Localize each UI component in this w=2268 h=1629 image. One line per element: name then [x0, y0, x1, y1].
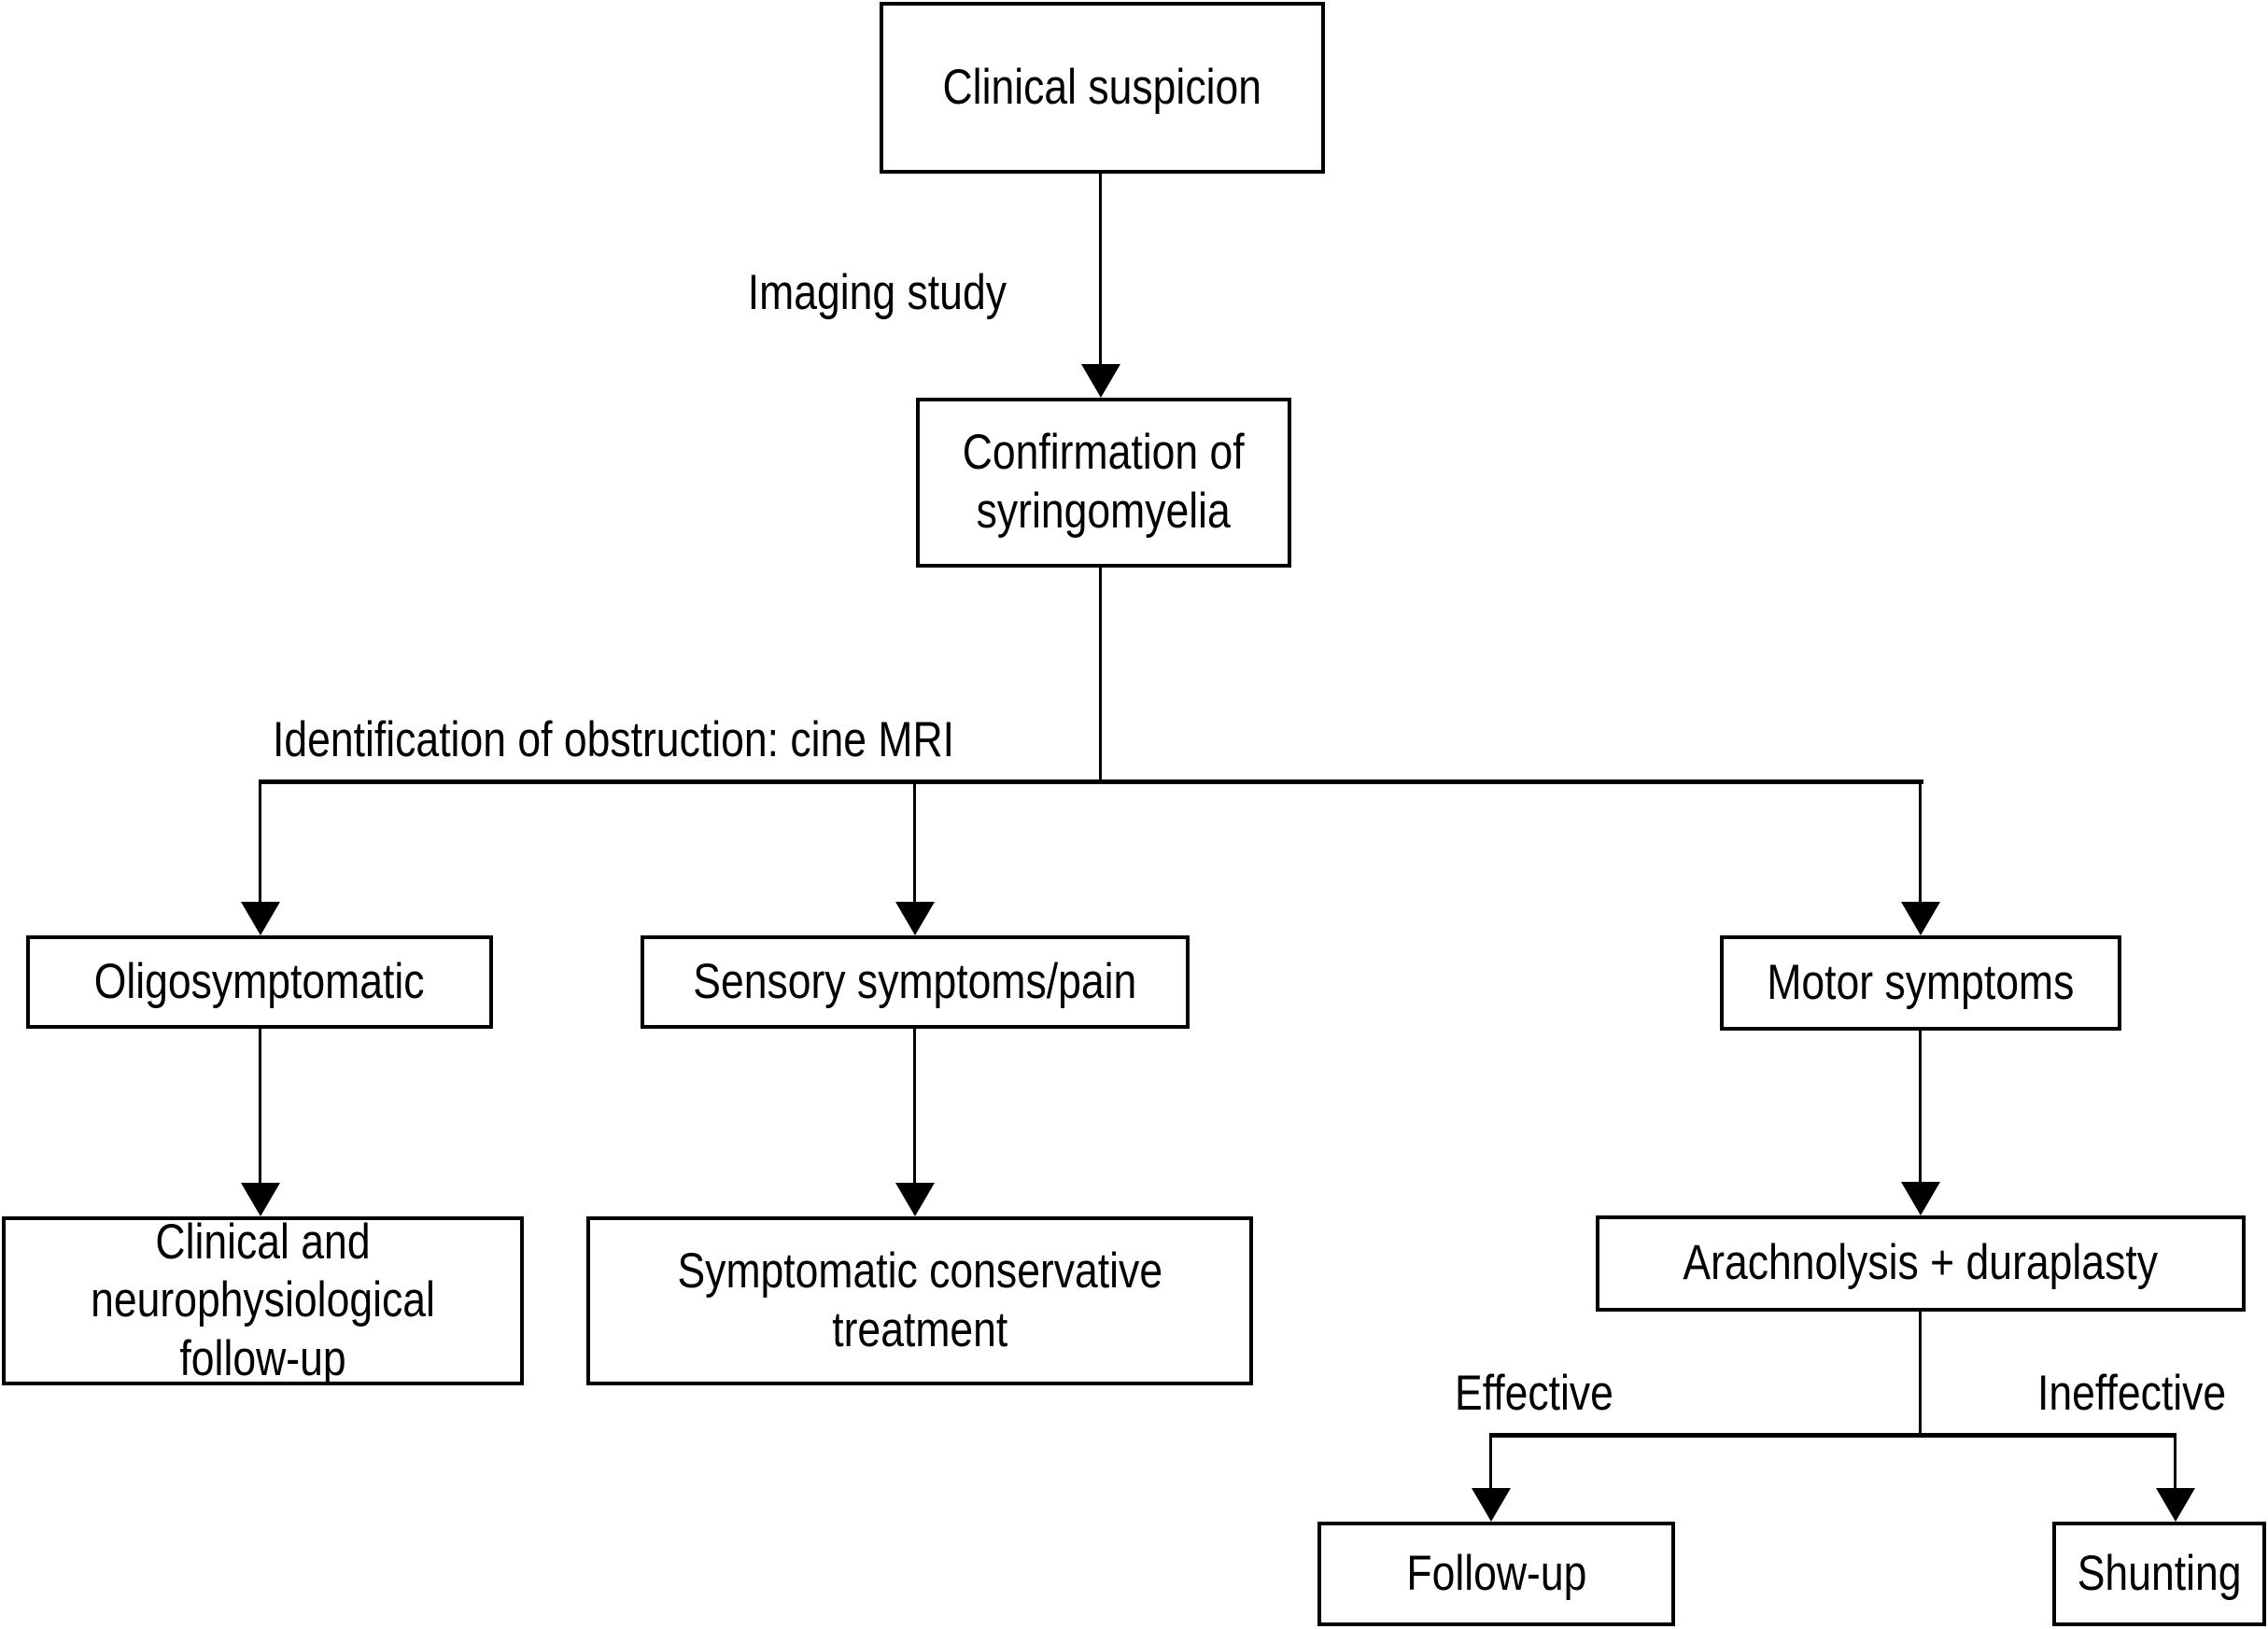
edge-label-effective-text: Effective [1455, 1366, 1613, 1421]
node-oligosymptomatic-label: Oligosymptomatic [94, 953, 425, 1009]
node-symptomatic-conservative-treatment: Symptomatic conservative treatment [586, 1216, 1253, 1385]
node-arachnolysis-duraplasty: Arachnolysis + duraplasty [1596, 1215, 2246, 1312]
node-clinical-neurophysiological-follow-up-label: Clinical and neurophysiological follow-u… [91, 1214, 435, 1386]
edge-label-effective: Effective [1455, 1365, 1643, 1422]
edge-confirmation-to-branch-line [1099, 568, 1102, 783]
edge-label-ineffective-text: Ineffective [2037, 1366, 2227, 1421]
edge-label-imaging-study: Imaging study [633, 264, 1007, 321]
edge-label-imaging-study-text: Imaging study [747, 265, 1007, 320]
node-follow-up: Follow-up [1317, 1522, 1675, 1626]
edge-motor-to-arachnolysis-arrowhead-icon [1901, 1182, 1940, 1215]
edge-oligosymptomatic-to-followup-arrowhead-icon [241, 1183, 280, 1216]
edge-label-ineffective: Ineffective [2037, 1365, 2262, 1422]
node-oligosymptomatic: Oligosymptomatic [26, 935, 493, 1029]
node-shunting: Shunting [2052, 1522, 2266, 1626]
edge-outcome-to-shunting-arrowhead-icon [2156, 1488, 2195, 1522]
edge-branch-to-motor-arrowhead-icon [1901, 902, 1940, 935]
branch-line-outcome [1489, 1433, 2176, 1438]
edge-outcome-to-followup-arrowhead-icon [1472, 1488, 1511, 1522]
edge-branch-to-oligosymptomatic-arrowhead-icon [241, 902, 280, 935]
edge-sensory-to-treatment-arrowhead-icon [895, 1183, 935, 1216]
node-confirmation-of-syringomyelia: Confirmation of syringomyelia [916, 398, 1291, 568]
edge-arachnolysis-to-outcome-line [1919, 1312, 1922, 1438]
node-clinical-suspicion: Clinical suspicion [880, 2, 1325, 174]
edge-suspicion-to-confirmation-arrowhead-icon [1081, 364, 1120, 398]
edge-branch-to-motor-line [1919, 779, 1922, 904]
edge-label-identification-obstruction-text: Identification of obstruction: cine MRI [273, 712, 954, 767]
node-sensory-symptoms-pain: Sensory symptoms/pain [641, 935, 1190, 1029]
node-sensory-symptoms-pain-label: Sensory symptoms/pain [693, 953, 1137, 1009]
node-motor-symptoms: Motor symptoms [1720, 935, 2121, 1031]
edge-suspicion-to-confirmation-line [1099, 174, 1102, 366]
edge-branch-to-sensory-arrowhead-icon [895, 902, 935, 935]
node-confirmation-of-syringomyelia-label: Confirmation of syringomyelia [963, 425, 1245, 539]
node-arachnolysis-duraplasty-label: Arachnolysis + duraplasty [1683, 1235, 2159, 1291]
node-follow-up-label: Follow-up [1405, 1545, 1586, 1601]
node-clinical-neurophysiological-follow-up: Clinical and neurophysiological follow-u… [2, 1215, 524, 1386]
node-motor-symptoms-label: Motor symptoms [1767, 954, 2075, 1010]
edge-motor-to-arachnolysis-line [1919, 1031, 1922, 1184]
branch-line-obstruction [259, 779, 1923, 784]
edge-sensory-to-treatment-line [913, 1029, 916, 1185]
edge-branch-to-sensory-line [913, 779, 916, 904]
node-shunting-label: Shunting [2077, 1545, 2242, 1601]
node-symptomatic-conservative-treatment-label: Symptomatic conservative treatment [677, 1243, 1162, 1357]
edge-branch-to-oligosymptomatic-line [259, 779, 261, 904]
edge-oligosymptomatic-to-followup-line [259, 1029, 261, 1185]
edge-outcome-to-followup-line [1489, 1433, 1492, 1490]
node-clinical-suspicion-label: Clinical suspicion [942, 59, 1262, 115]
edge-outcome-to-shunting-line [2174, 1433, 2176, 1490]
edge-label-identification-obstruction: Identification of obstruction: cine MRI [273, 711, 1084, 768]
